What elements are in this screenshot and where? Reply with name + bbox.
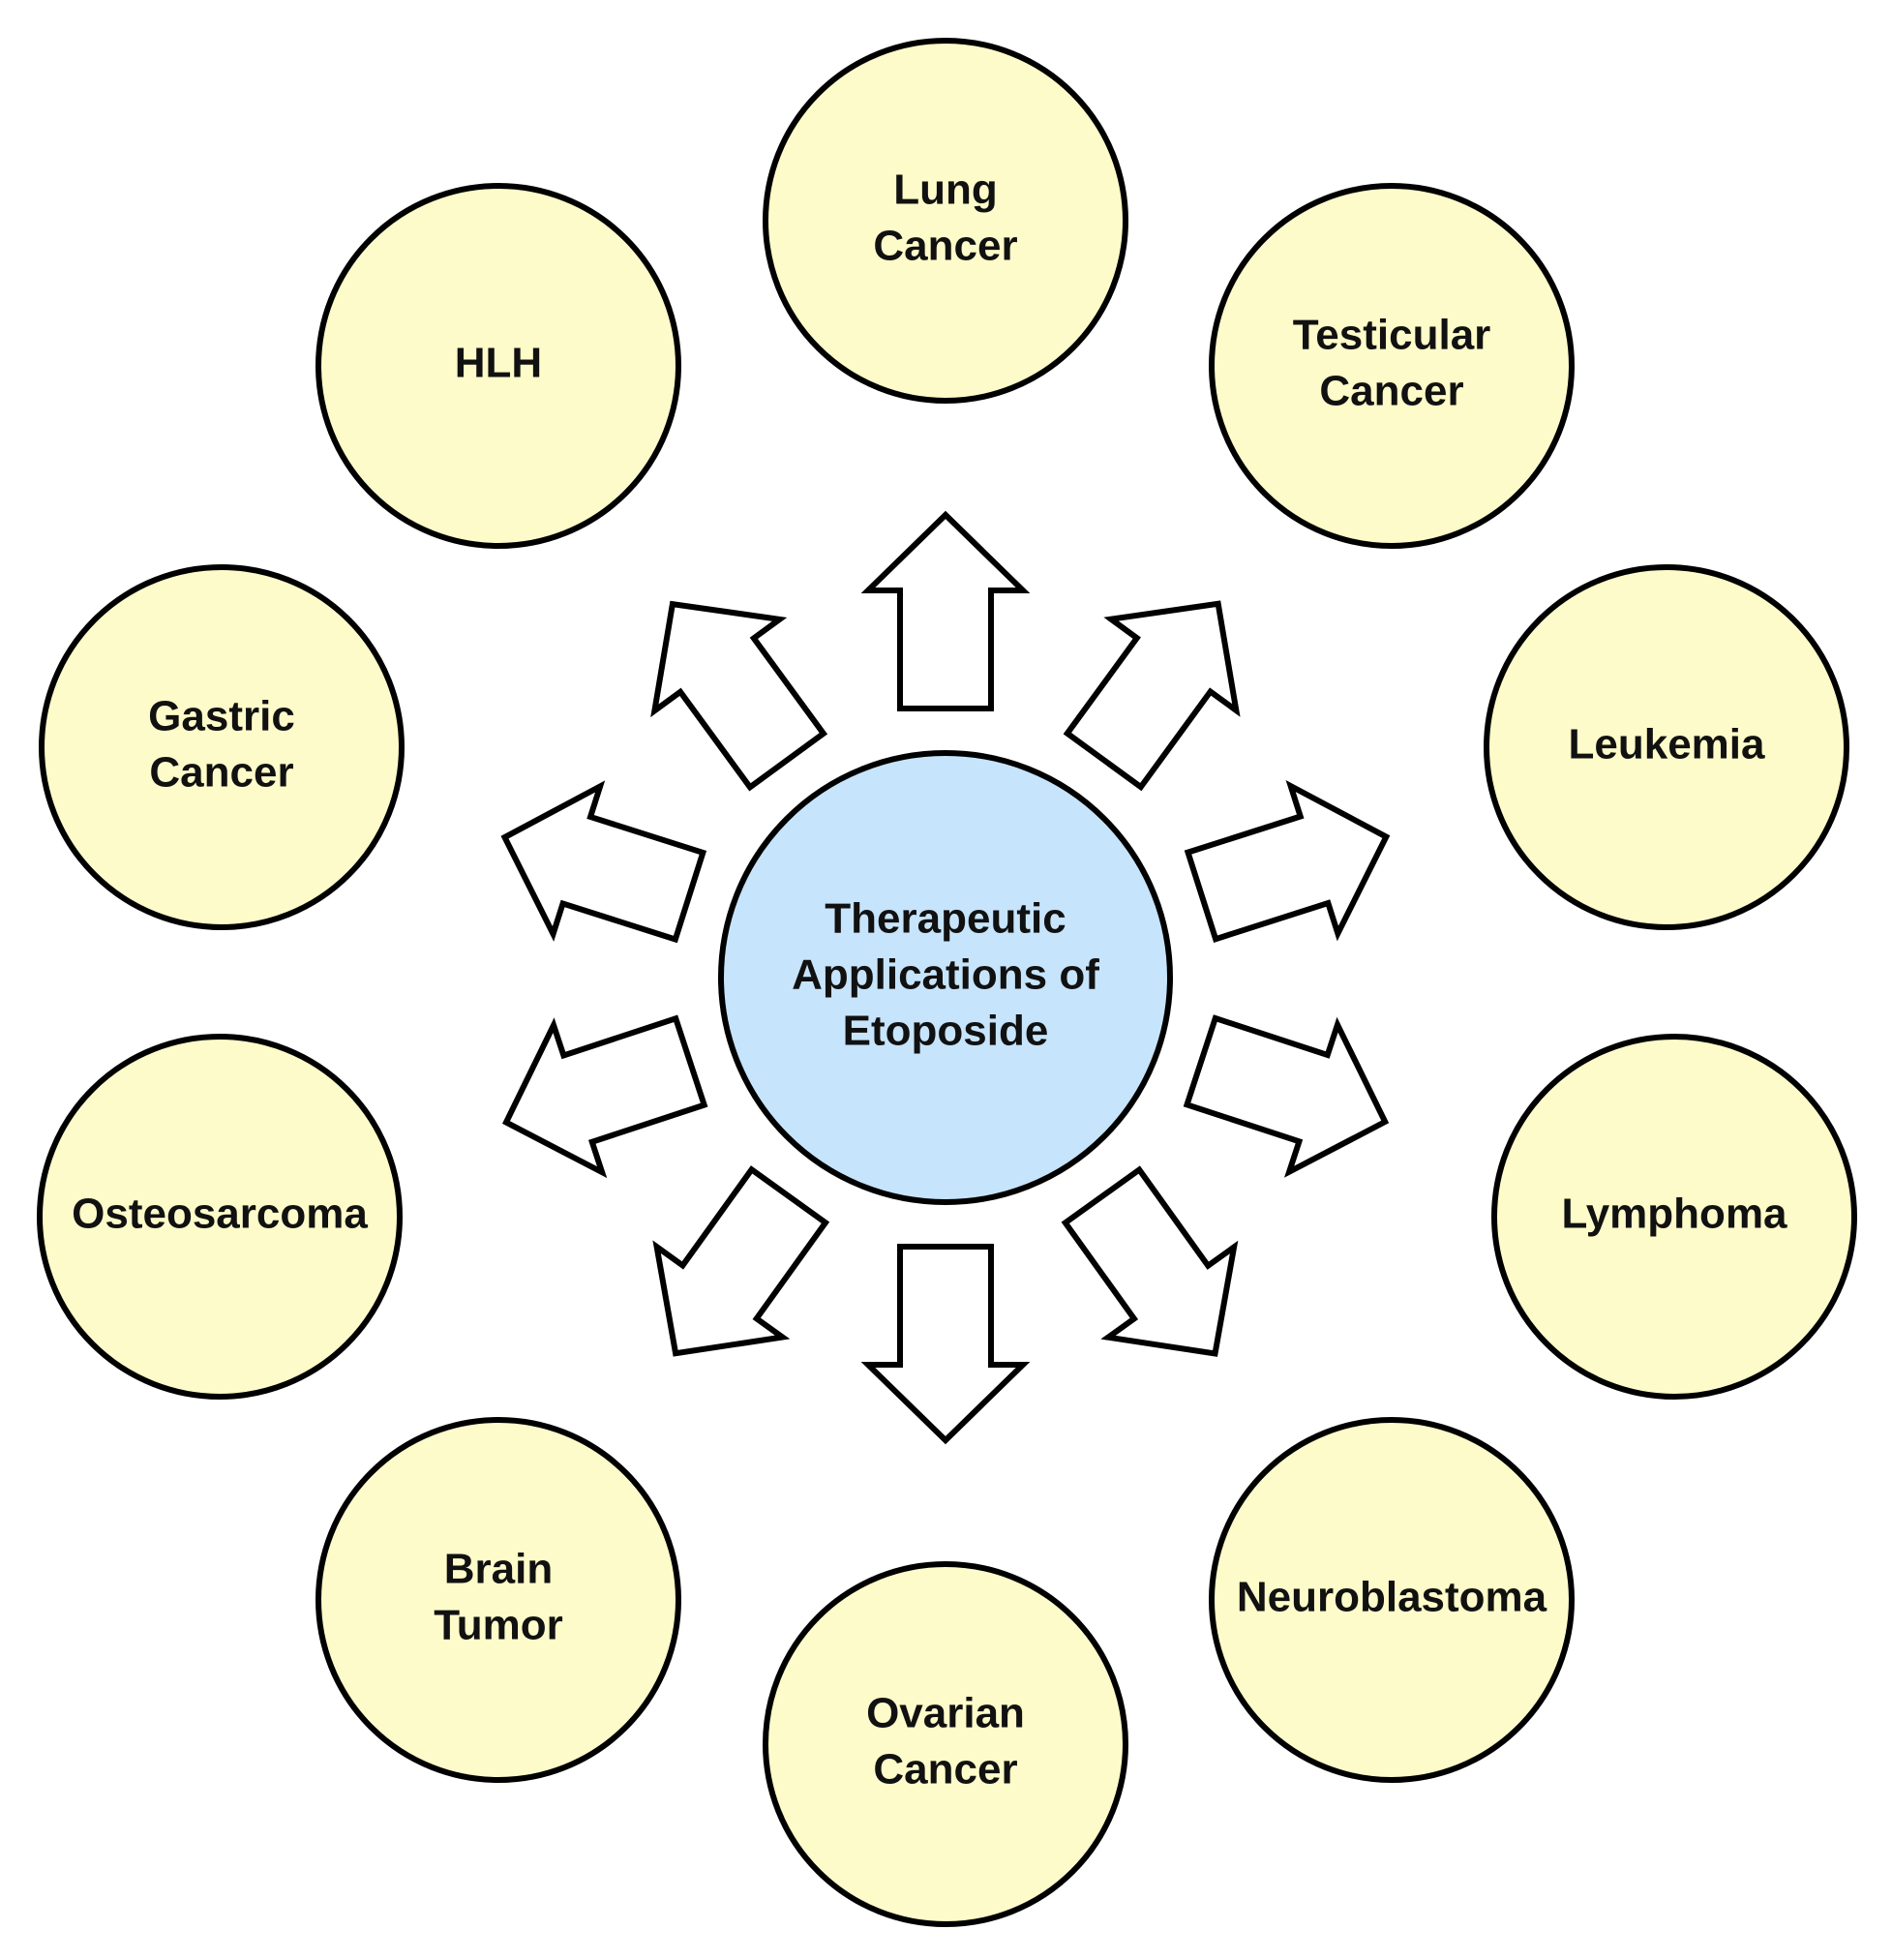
center-circle bbox=[718, 750, 1173, 1205]
arrow-to-brain-tumor bbox=[652, 1165, 830, 1357]
node-label-brain-tumor-line-1: Brain bbox=[444, 1546, 553, 1593]
center-label-line-1: Therapeutic bbox=[825, 895, 1066, 943]
node-osteosarcoma: Osteosarcoma bbox=[37, 1034, 403, 1400]
node-label-ovarian-cancer-line-1: Ovarian bbox=[866, 1690, 1025, 1737]
center-label-line-3: Etoposide bbox=[843, 1008, 1049, 1055]
node-circle-neuroblastoma bbox=[1209, 1417, 1575, 1783]
arrow-to-hlh bbox=[650, 600, 828, 792]
node-circle-testicular-cancer bbox=[1209, 183, 1575, 549]
node-circle-ovarian-cancer bbox=[763, 1561, 1128, 1927]
node-label-gastric-cancer-line-1: Gastric bbox=[148, 693, 295, 740]
node-label-osteosarcoma-line-1: Osteosarcoma bbox=[72, 1191, 368, 1238]
arrow-to-ovarian-cancer bbox=[860, 1244, 1031, 1445]
node-label-lung-cancer-line-1: Lung bbox=[893, 166, 998, 214]
node-label-hlh-line-1: HLH bbox=[455, 340, 542, 387]
node-leukemia: Leukemia bbox=[1484, 564, 1849, 930]
node-circle-osteosarcoma bbox=[37, 1034, 403, 1400]
node-label-testicular-cancer-line-2: Cancer bbox=[1319, 368, 1463, 415]
node-lymphoma: Lymphoma bbox=[1491, 1034, 1857, 1400]
arrow-to-gastric-cancer bbox=[500, 780, 707, 944]
arrow-to-neuroblastoma bbox=[1061, 1165, 1239, 1357]
node-hlh: HLH bbox=[315, 183, 681, 549]
nodes-layer: LungCancerTesticularCancerLeukemiaLympho… bbox=[37, 38, 1857, 1927]
node-label-testicular-cancer-line-1: Testicular bbox=[1293, 312, 1491, 359]
arrow-to-testicular-cancer bbox=[1063, 600, 1241, 792]
node-label-ovarian-cancer-line-2: Cancer bbox=[873, 1746, 1017, 1794]
node-label-brain-tumor-line-2: Tumor bbox=[434, 1602, 563, 1649]
center-label-line-2: Applications of bbox=[792, 951, 1099, 999]
node-circle-leukemia bbox=[1484, 564, 1849, 930]
arrow-to-leukemia bbox=[1184, 779, 1391, 943]
node-circle-gastric-cancer bbox=[39, 564, 405, 930]
node-neuroblastoma: Neuroblastoma bbox=[1209, 1417, 1575, 1783]
node-circle-brain-tumor bbox=[315, 1417, 681, 1783]
node-label-lung-cancer-line-2: Cancer bbox=[873, 223, 1017, 270]
node-circle-lymphoma bbox=[1491, 1034, 1857, 1400]
arrow-to-lung-cancer bbox=[860, 510, 1031, 711]
arrow-to-osteosarcoma bbox=[502, 1014, 708, 1179]
node-label-gastric-cancer-line-2: Cancer bbox=[149, 749, 293, 797]
arrows-layer bbox=[500, 510, 1391, 1445]
node-circle-lung-cancer bbox=[763, 38, 1128, 404]
arrow-to-lymphoma bbox=[1183, 1014, 1390, 1178]
node-label-leukemia-line-1: Leukemia bbox=[1569, 721, 1766, 769]
node-label-lymphoma-line-1: Lymphoma bbox=[1561, 1191, 1787, 1238]
node-circle-hlh bbox=[315, 183, 681, 549]
node-label-neuroblastoma-line-1: Neuroblastoma bbox=[1237, 1574, 1547, 1621]
